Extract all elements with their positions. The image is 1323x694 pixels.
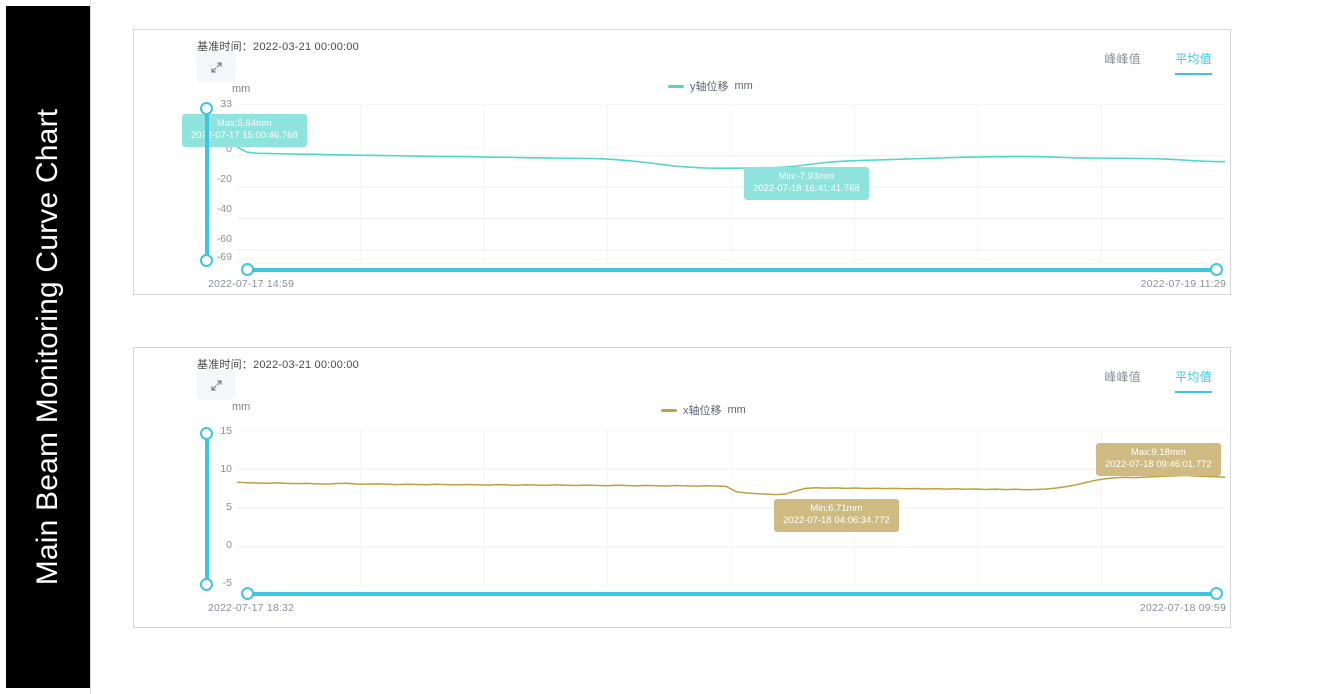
legend-2[interactable]: x轴位移 mm (661, 402, 746, 418)
max-marker-2-value: Max:9.18mm (1130, 447, 1186, 458)
chart-card-y-displacement: 基准时间：2022-03-21 00:00:00 峰峰值 平均值 mm y轴位移… (133, 29, 1231, 295)
x-range-slider-track-2 (247, 592, 1217, 596)
ytick-2-4: -5 (222, 577, 232, 589)
y-range-slider-track-2 (205, 433, 209, 585)
expand-button-1[interactable] (196, 52, 236, 82)
page-title: Main Beam Monitoring Curve Chart (31, 108, 64, 586)
min-marker-1: Min:-7.93mm 2022-07-18 16:41:41.768 (744, 167, 869, 200)
min-marker-2-value: Min:6.71mm (810, 503, 863, 514)
tab-group-2: 峰峰值 平均值 (1104, 368, 1212, 393)
x-range-slider-knob-right-2[interactable] (1210, 587, 1223, 600)
y-range-slider-knob-bottom-2[interactable] (200, 578, 213, 591)
max-marker-1-time: 2022-07-17 15:00:46.768 (191, 130, 298, 141)
min-marker-1-time: 2022-07-18 16:41:41.768 (753, 183, 860, 194)
legend-1[interactable]: y轴位移 mm (668, 78, 753, 94)
y-range-slider-knob-top-1[interactable] (200, 102, 213, 115)
x-range-slider-track-1 (247, 268, 1217, 272)
legend-swatch-y (668, 84, 684, 88)
ytick-1-1: 0 (226, 143, 232, 155)
ytick-2-2: 5 (226, 501, 232, 513)
min-marker-1-value: Min:-7.93mm (778, 171, 835, 182)
legend-unit-x: mm (727, 404, 746, 416)
legend-label-x: x轴位移 (683, 405, 722, 417)
ytick-1-4: -60 (216, 233, 232, 245)
y-range-slider-track-1 (205, 108, 209, 261)
x-range-slider-knob-left-1[interactable] (241, 263, 254, 276)
x-range-slider-knob-left-2[interactable] (241, 587, 254, 600)
tab-group-1: 峰峰值 平均值 (1104, 50, 1212, 75)
tab-average-1[interactable]: 平均值 (1175, 50, 1212, 75)
max-marker-2-time: 2022-07-18 09:46:01.772 (1105, 459, 1212, 470)
max-marker-1: Max:5.64mm 2022-07-17 15:00:46.768 (182, 114, 307, 147)
ytick-2-0: 15 (220, 425, 232, 437)
base-time-label-1: 基准时间：2022-03-21 00:00:00 (197, 41, 359, 53)
y-range-slider-1[interactable] (200, 102, 214, 267)
max-marker-2: Max:9.18mm 2022-07-18 09:46:01.772 (1096, 443, 1221, 476)
plot-area-1 (237, 104, 1225, 264)
range-start-label-1: 2022-07-17 14:59 (208, 278, 295, 290)
expand-arrows-icon (210, 61, 223, 74)
min-marker-2: Min:6.71mm 2022-07-18 04:06:34.772 (774, 499, 899, 532)
left-title-rail: Main Beam Monitoring Curve Chart (6, 6, 90, 688)
rail-divider (90, 0, 91, 694)
y-range-slider-2[interactable] (200, 427, 214, 591)
page-top-edge (0, 0, 1323, 5)
range-end-label-1: 2022-07-19 11:29 (1140, 278, 1226, 290)
plot-area-2 (237, 430, 1225, 586)
expand-arrows-icon (210, 379, 223, 392)
min-marker-2-time: 2022-07-18 04:06:34.772 (783, 515, 890, 526)
legend-swatch-x (661, 408, 677, 412)
ytick-2-3: 0 (226, 539, 232, 551)
tab-peak-to-peak-2[interactable]: 峰峰值 (1104, 370, 1142, 384)
ytick-1-3: -40 (216, 203, 232, 215)
tab-average-2[interactable]: 平均值 (1175, 368, 1212, 393)
range-start-label-2: 2022-07-17 18:32 (208, 602, 295, 614)
x-range-slider-2[interactable] (241, 587, 1223, 601)
max-marker-1-value: Max:5.64mm (216, 118, 272, 129)
y-range-slider-knob-top-2[interactable] (200, 427, 213, 440)
chart-card-x-displacement: 基准时间：2022-03-21 00:00:00 峰峰值 平均值 mm x轴位移… (133, 347, 1231, 628)
legend-unit-y: mm (734, 80, 753, 92)
ytick-1-0: 33 (220, 98, 232, 110)
x-range-slider-1[interactable] (241, 263, 1223, 277)
tab-peak-to-peak-1[interactable]: 峰峰值 (1104, 52, 1142, 66)
ytick-1-5: -69 (216, 251, 232, 263)
ytick-2-1: 10 (220, 463, 232, 475)
y-unit-label-2: mm (232, 401, 251, 413)
range-end-label-2: 2022-07-18 09:59 (1139, 602, 1226, 614)
base-time-label-2: 基准时间：2022-03-21 00:00:00 (197, 359, 359, 371)
x-range-slider-knob-right-1[interactable] (1210, 263, 1223, 276)
y-range-slider-knob-bottom-1[interactable] (200, 254, 213, 267)
expand-button-2[interactable] (196, 370, 236, 400)
legend-label-y: y轴位移 (690, 81, 729, 93)
y-unit-label-1: mm (232, 83, 251, 95)
ytick-1-2: -20 (216, 173, 232, 185)
